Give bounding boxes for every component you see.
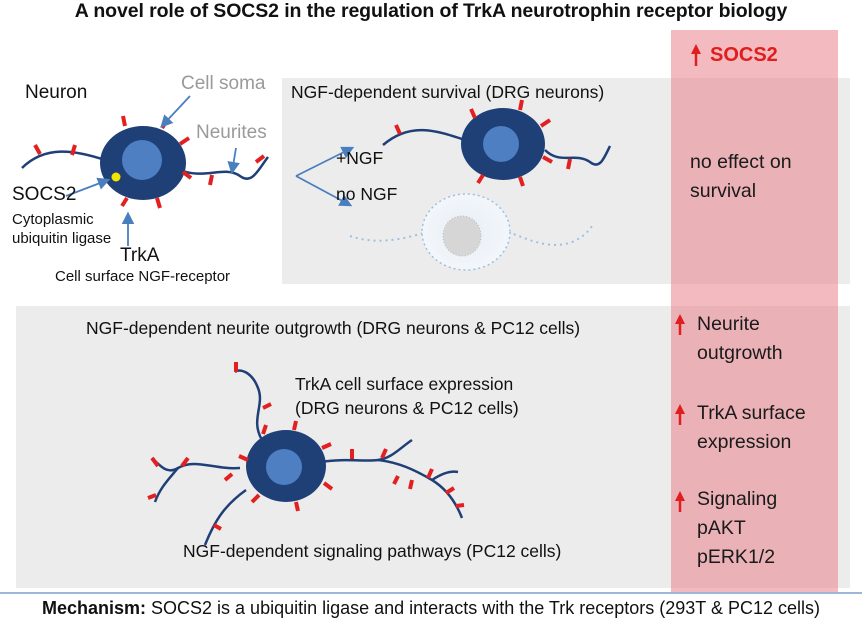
effect-header: SOCS2 (710, 44, 778, 66)
signaling-effect-1: Signaling (697, 488, 778, 510)
no-ngf-label: no NGF (336, 184, 398, 204)
survival-effect: no effect on survival (690, 148, 792, 206)
signaling-up-arrow-icon (675, 491, 685, 512)
socs2-dot (111, 172, 121, 182)
plus-ngf-arrow (295, 146, 355, 177)
outgrowth-neuron (151, 369, 464, 546)
nucleus (122, 140, 162, 180)
outgrowth-receptors (147, 362, 465, 531)
neurites-label: Neurites (196, 122, 267, 143)
signaling-effect-3: pERK1/2 (697, 546, 776, 568)
dying-neuron (349, 193, 593, 271)
socs2-effect-column (671, 30, 838, 592)
neurite-up-arrow-icon (675, 314, 685, 335)
outgrowth-soma (246, 430, 326, 502)
socs2-desc-2: ubiquitin ligase (12, 230, 112, 247)
surface-label-2: (DRG neurons & PC12 cells) (295, 398, 519, 418)
trka-effect-1: TrkA surface (697, 402, 806, 424)
survival-effect-2: survival (690, 180, 757, 202)
neurite-effect: Neurite outgrowth (697, 310, 783, 368)
mechanism-label: Mechanism: (41, 598, 147, 618)
page-title: A novel role of SOCS2 in the regulation … (74, 0, 788, 22)
neurite-effect-2: outgrowth (697, 342, 783, 364)
trka-desc: Cell surface NGF-receptor (55, 268, 231, 285)
surviving-neuron (382, 99, 612, 187)
mechanism-bar: Mechanism: SOCS2 is a ubiquitin ligase a… (0, 592, 862, 630)
neurite-effect-1: Neurite (697, 313, 760, 335)
cell-soma-label: Cell soma (181, 73, 266, 94)
signaling-effect: Signaling pAKT pERK1/2 (697, 485, 777, 572)
plus-ngf-label: +NGF (336, 148, 384, 168)
signaling-label: NGF-dependent signaling pathways (PC12 c… (183, 541, 562, 561)
trka-label: TrkA (120, 245, 160, 266)
surface-label-1: TrkA cell surface expression (295, 374, 514, 394)
socs2-desc-1: Cytoplasmic (12, 211, 94, 228)
survival-effect-1: no effect on (690, 151, 792, 173)
trka-effect-2: expression (697, 431, 792, 453)
trka-up-arrow-icon (675, 404, 685, 425)
outgrowth-title: NGF-dependent neurite outgrowth (DRG neu… (86, 318, 581, 338)
neuron-diagram (21, 95, 269, 246)
survival-title: NGF-dependent survival (DRG neurons) (291, 82, 605, 102)
socs2-label: SOCS2 (12, 184, 77, 205)
no-ngf-arrow (295, 175, 353, 207)
neuron-label: Neuron (25, 82, 88, 103)
increase-arrows (675, 44, 701, 512)
trka-receptors (33, 115, 266, 209)
trka-effect: TrkA surface expression (697, 399, 806, 457)
socs2-up-arrow-icon (691, 44, 701, 66)
mechanism-text: Mechanism: SOCS2 is a ubiquitin ligase a… (0, 598, 862, 619)
signaling-effect-2: pAKT (697, 517, 746, 539)
mechanism-body: SOCS2 is a ubiquitin ligase and interact… (146, 598, 820, 618)
